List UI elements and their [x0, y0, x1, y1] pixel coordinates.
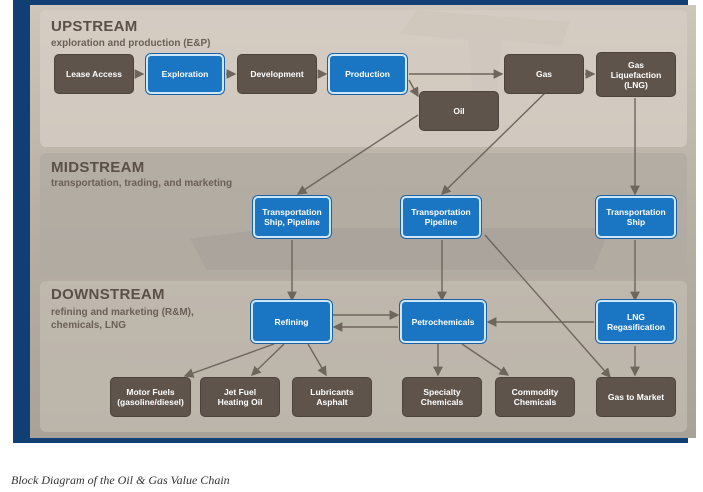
gas-to-market-box: Gas to Market — [596, 377, 676, 417]
arrow-petro-commodity — [461, 343, 510, 376]
jet-fuel-box: Jet Fuel Heating Oil — [200, 377, 280, 417]
refining-box: Refining — [251, 300, 332, 343]
arrow-production-oil — [408, 79, 419, 98]
petrochemicals-box: Petrochemicals — [400, 300, 486, 343]
upstream-subtitle: exploration and production (E&P) — [51, 38, 211, 49]
figure-caption: Block Diagram of the Oil & Gas Value Cha… — [11, 473, 230, 487]
midstream-title: MIDSTREAM — [51, 159, 145, 176]
arrow-refining-lubricants — [307, 343, 327, 377]
midstream-subtitle: transportation, trading, and marketing — [51, 178, 233, 189]
diagram-frame: UPSTREAM exploration and production (E&P… — [13, 0, 696, 443]
commodity-chemicals-box: Commodity Chemicals — [495, 377, 575, 417]
midstream-band: MIDSTREAM transportation, trading, and m… — [40, 153, 687, 275]
downstream-title: DOWNSTREAM — [51, 286, 165, 303]
lubricants-box: Lubricants Asphalt — [292, 377, 372, 417]
arrow-tp-gas-to-market — [484, 234, 611, 379]
diagram-canvas: UPSTREAM exploration and production (E&P… — [30, 5, 696, 438]
oil-box: Oil — [419, 91, 499, 131]
exploration-box: Exploration — [146, 54, 224, 94]
lng-regasification-box: LNG Regasification — [596, 300, 676, 343]
connector-arrows — [134, 69, 640, 379]
arrow-refining-jet-fuel — [250, 343, 285, 376]
specialty-chemicals-box: Specialty Chemicals — [402, 377, 482, 417]
transportation-ship-box: Transportation Ship — [596, 196, 676, 238]
development-box: Development — [237, 54, 317, 94]
motor-fuels-box: Motor Fuels (gasoline/diesel) — [110, 377, 191, 417]
arrow-oil-transport-ship-pipeline — [296, 114, 419, 195]
upstream-title: UPSTREAM — [51, 18, 138, 35]
lease-access-box: Lease Access — [54, 54, 134, 94]
transportation-ship-pipeline-box: Transportation Ship, Pipeline — [253, 196, 331, 238]
gas-liquefaction-box: Gas Liquefaction (LNG) — [596, 52, 676, 97]
downstream-subtitle: refining and marketing (R&M), chemicals,… — [51, 307, 194, 331]
transportation-pipeline-box: Transportation Pipeline — [401, 196, 481, 238]
arrow-gas-transport-pipeline — [441, 91, 547, 195]
production-box: Production — [328, 54, 407, 94]
gas-box: Gas — [504, 54, 584, 94]
arrow-refining-motor-fuels — [183, 343, 275, 378]
